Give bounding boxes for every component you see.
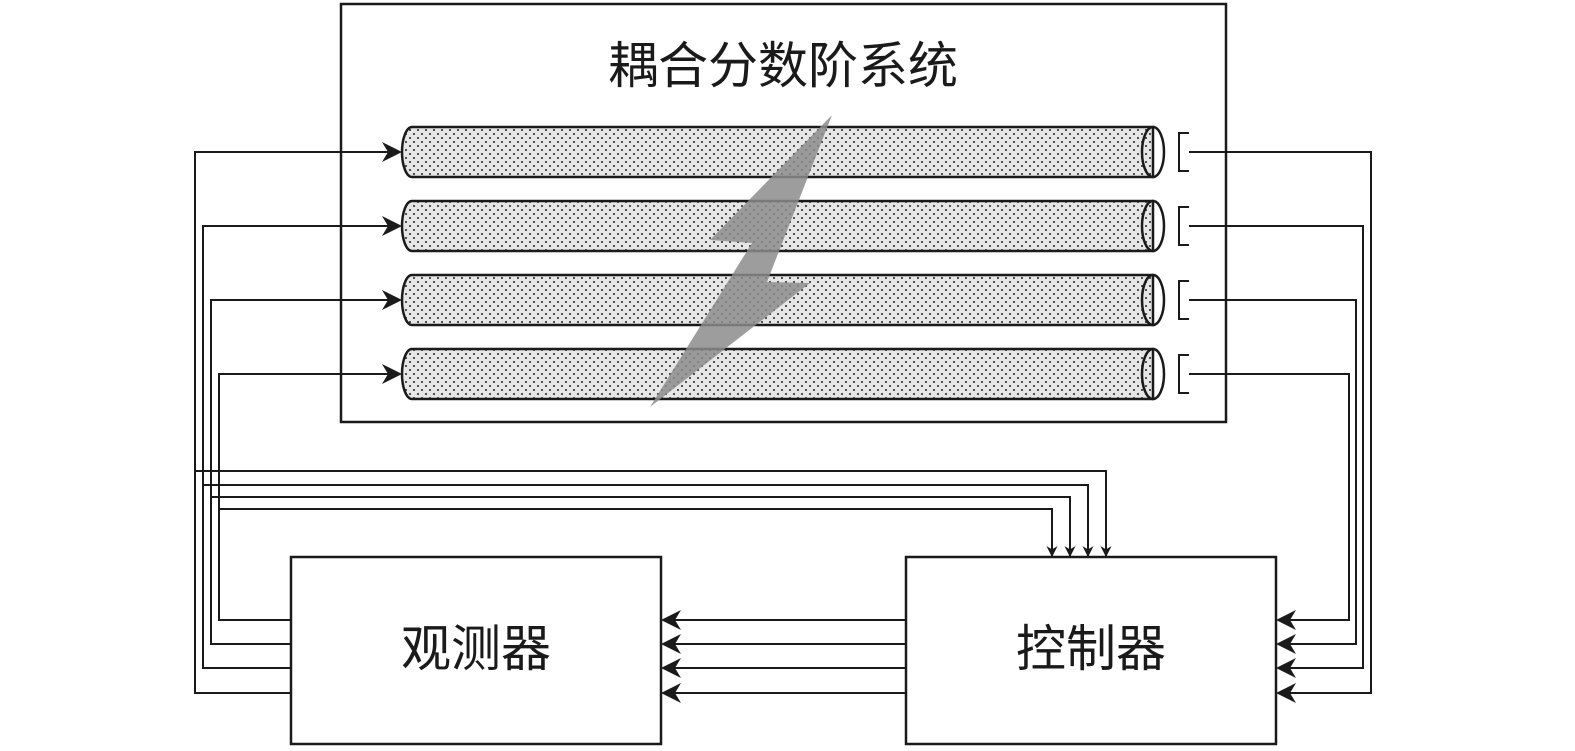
output-wire-4 bbox=[1189, 373, 1350, 630]
output-wire-2 bbox=[1189, 225, 1364, 678]
observer-label: 观测器 bbox=[401, 620, 551, 678]
tube-3 bbox=[400, 273, 1189, 327]
system-title: 耦合分数阶系统 bbox=[608, 37, 958, 95]
bracket-icon bbox=[1178, 354, 1189, 394]
coupled-system-block: 耦合分数阶系统 bbox=[339, 2, 1228, 424]
branch-wire-1 bbox=[195, 470, 1112, 558]
bracket-icon bbox=[1178, 132, 1189, 172]
tube-4 bbox=[400, 347, 1189, 401]
input-wire-2 bbox=[202, 216, 402, 669]
input-branch-wires bbox=[195, 470, 1112, 558]
output-wire-3 bbox=[1189, 299, 1357, 654]
controller-block: 控制器 bbox=[904, 555, 1278, 746]
observer-block: 观测器 bbox=[289, 555, 663, 746]
branch-wire-2 bbox=[203, 484, 1094, 558]
tube-1 bbox=[400, 125, 1189, 179]
branch-wire-4 bbox=[219, 508, 1058, 558]
bracket-icon bbox=[1178, 206, 1189, 246]
input-wire-1 bbox=[194, 142, 402, 694]
lightning-bolt-icon bbox=[650, 115, 832, 407]
output-wires bbox=[1189, 151, 1372, 703]
branch-wire-3 bbox=[211, 496, 1076, 558]
controller-label: 控制器 bbox=[1016, 620, 1166, 678]
controller-to-observer-wires bbox=[661, 610, 906, 703]
output-wire-1 bbox=[1189, 151, 1372, 703]
bracket-icon bbox=[1178, 280, 1189, 320]
